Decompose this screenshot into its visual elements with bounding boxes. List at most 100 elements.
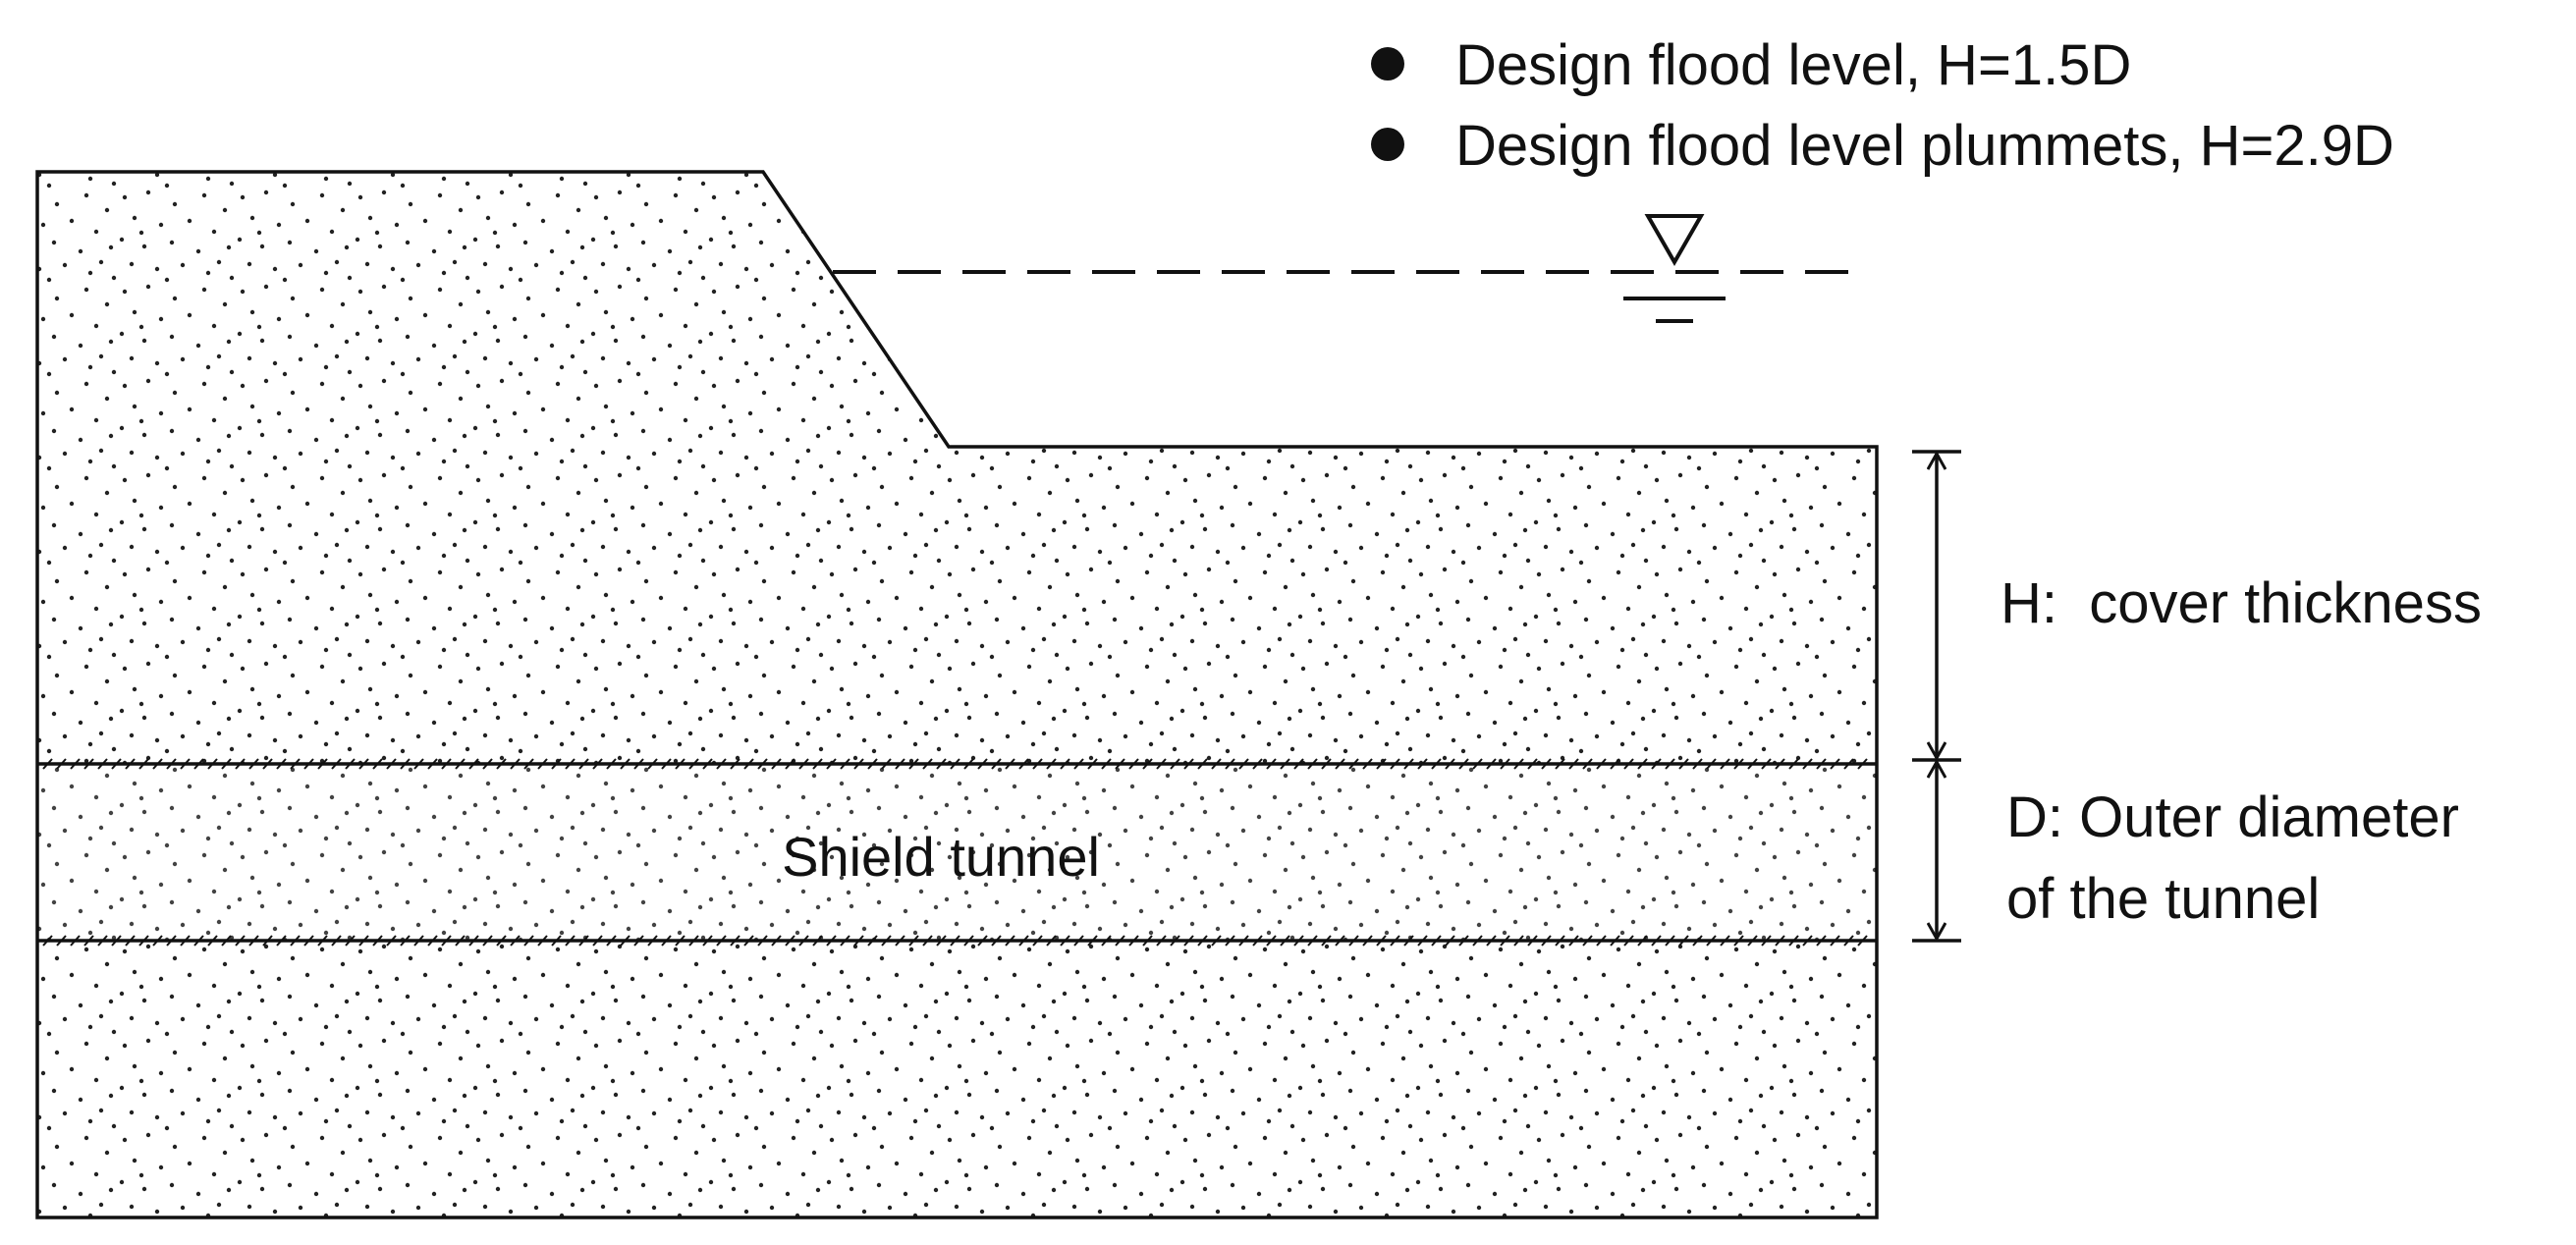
hatch-tick: [523, 935, 534, 947]
hatch-tick: [1211, 935, 1222, 947]
hatch-tick: [166, 758, 177, 770]
outer-diameter-label-line2: of the tunnel: [2006, 867, 2320, 931]
hatch-tick: [991, 935, 1002, 947]
hatch-tick: [455, 758, 466, 770]
hatch-tick: [42, 758, 53, 770]
hatch-tick: [1266, 935, 1277, 947]
hatch-tick: [1678, 758, 1689, 770]
hatch-tick: [427, 758, 438, 770]
hatch-tick: [826, 758, 837, 770]
hatch-tick: [1197, 935, 1208, 947]
hatch-tick: [1596, 935, 1607, 947]
hatch-tick: [1802, 758, 1813, 770]
hatch-tick: [743, 758, 754, 770]
hatch-tick: [317, 935, 328, 947]
hatch-tick: [111, 935, 122, 947]
hatch-tick: [1582, 758, 1593, 770]
hatch-tick: [510, 758, 521, 770]
hatch-tick: [152, 758, 163, 770]
hatch-tick: [565, 758, 575, 770]
hatch-tick: [221, 758, 232, 770]
hatch-tick: [537, 758, 548, 770]
hatch-tick: [1307, 935, 1318, 947]
hatch-tick: [757, 935, 768, 947]
hatch-tick: [1266, 758, 1277, 770]
hatch-tick: [551, 758, 562, 770]
shield-tunnel: Shield tunnel: [37, 758, 1877, 947]
hatch-tick: [345, 758, 356, 770]
hatch-tick: [606, 758, 617, 770]
hatch-tick: [1128, 935, 1139, 947]
hatch-tick: [812, 758, 823, 770]
hatch-tick: [1225, 935, 1235, 947]
hatch-tick: [290, 935, 301, 947]
hatch-tick: [1665, 758, 1675, 770]
hatch-tick: [372, 758, 383, 770]
hatch-tick: [1073, 758, 1084, 770]
hatch-tick: [895, 758, 905, 770]
hatch-tick: [1115, 758, 1125, 770]
hatch-tick: [56, 758, 67, 770]
hatch-tick: [83, 758, 94, 770]
hatch-tick: [248, 758, 259, 770]
hatch-tick: [702, 935, 713, 947]
hatch-tick: [303, 935, 314, 947]
hatch-tick: [1651, 935, 1662, 947]
hatch-tick: [1252, 758, 1263, 770]
hatch-tick: [1513, 758, 1524, 770]
hatch-tick: [798, 935, 809, 947]
hatch-tick: [482, 935, 493, 947]
hatch-tick: [730, 758, 740, 770]
hatch-tick: [317, 758, 328, 770]
hatch-tick: [1623, 758, 1634, 770]
hatch-tick: [1307, 758, 1318, 770]
water-level: [833, 214, 1864, 323]
hatch-tick: [1637, 758, 1648, 770]
hatch-tick: [1060, 935, 1070, 947]
hatch-tick: [716, 935, 727, 947]
hatch-tick: [1280, 758, 1290, 770]
hatch-tick: [97, 935, 108, 947]
hatch-tick: [771, 935, 782, 947]
hatch-tick: [716, 758, 727, 770]
legend-item-label: Design flood level plummets, H=2.9D: [1455, 114, 2394, 178]
hatch-tick: [1115, 935, 1125, 947]
hatch-tick: [881, 935, 892, 947]
hatch-tick: [97, 758, 108, 770]
hatch-tick: [276, 758, 287, 770]
water-level-triangle-icon: [1644, 214, 1705, 267]
hatch-tick: [1390, 758, 1400, 770]
hatch-tick: [413, 935, 424, 947]
hatch-tick: [867, 758, 878, 770]
hatch-tick: [922, 935, 933, 947]
hatch-tick: [702, 758, 713, 770]
hatch-tick: [1348, 935, 1359, 947]
hatch-tick: [757, 758, 768, 770]
hatch-tick: [1665, 935, 1675, 947]
hatch-tick: [1775, 935, 1785, 947]
hatch-tick: [1335, 935, 1345, 947]
hatch-tick: [1170, 758, 1180, 770]
hatch-tick: [675, 935, 685, 947]
hatch-tick: [633, 935, 644, 947]
hatch-tick: [1060, 758, 1070, 770]
hatch-tick: [1747, 935, 1758, 947]
hatch-tick: [1747, 758, 1758, 770]
hatch-tick: [125, 758, 136, 770]
hatch-tick: [138, 758, 149, 770]
tunnel-top-hatch: [42, 758, 1868, 770]
hatch-tick: [853, 758, 864, 770]
hatch-tick: [1005, 935, 1015, 947]
hatch-tick: [303, 758, 314, 770]
hatch-tick: [606, 935, 617, 947]
hatch-tick: [1128, 758, 1139, 770]
hatch-tick: [290, 758, 301, 770]
hatch-tick: [331, 935, 342, 947]
hatch-tick: [1472, 935, 1483, 947]
hatch-tick: [1651, 758, 1662, 770]
hatch-tick: [166, 935, 177, 947]
hatch-tick: [1252, 935, 1263, 947]
hatch-tick: [1018, 935, 1029, 947]
hatch-tick: [180, 935, 191, 947]
hatch-tick: [510, 935, 521, 947]
